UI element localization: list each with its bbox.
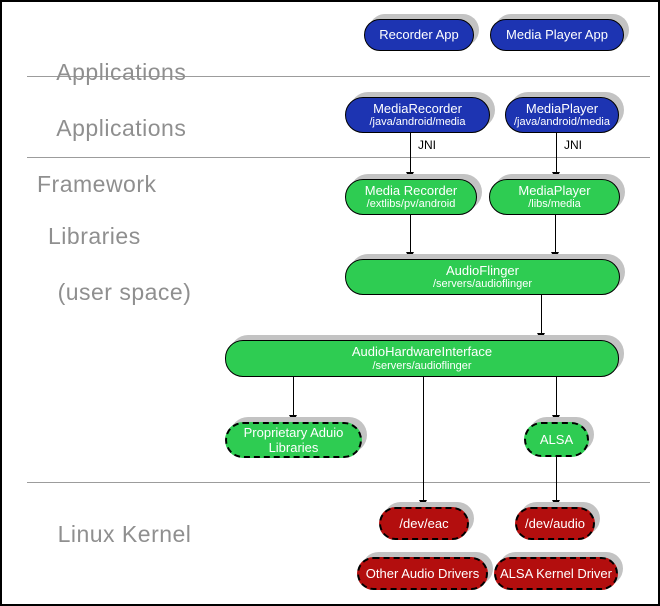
arrowhead-mediaplayer-jni: [552, 172, 560, 179]
node-title: MediaPlayer: [525, 100, 599, 116]
node-recorder-app: Recorder App: [364, 19, 474, 51]
arrow-mediaplayer-jni: [556, 133, 557, 172]
layer-label-text: Framework: [37, 171, 157, 197]
node-title: AudioFlinger: [446, 262, 519, 278]
node-subtitle: Libraries: [268, 440, 319, 455]
node-audioflinger: AudioFlinger /servers/audioflinger: [345, 259, 620, 295]
layer-label-applications: Applications: [30, 30, 186, 114]
node-other-audio-drivers: Other Audio Drivers: [357, 557, 488, 590]
node-subtitle: /libs/media: [528, 198, 581, 211]
arrow-ahi-to-proprietary: [293, 377, 294, 415]
node-audio-hardware-interface: AudioHardwareInterface /servers/audiofli…: [225, 340, 619, 377]
node-title: ALSA Kernel Driver: [500, 565, 612, 581]
node-subtitle: /servers/audioflinger: [372, 359, 472, 372]
node-title: Media Player App: [506, 27, 608, 43]
node-alsa: ALSA: [524, 422, 589, 457]
node-dev-eac: /dev/eac: [379, 507, 469, 540]
arrow-alsa-to-dev-audio: [556, 457, 557, 500]
node-subtitle: /java/android/media: [369, 116, 466, 129]
jni-label-left: JNI: [418, 138, 436, 152]
node-title: AudioHardwareInterface: [351, 344, 493, 360]
arrow-player-to-audioflinger: [555, 215, 556, 252]
node-title: Recorder App: [379, 27, 459, 43]
layer-divider-framework: [27, 157, 650, 158]
arrow-ahi-to-alsa: [556, 377, 557, 415]
layer-label-text: Applications: [56, 59, 187, 85]
node-alsa-kernel-driver: ALSA Kernel Driver: [494, 557, 618, 590]
arrow-ahi-to-dev-eac: [423, 377, 424, 500]
arrowhead-audioflinger-to-ahi: [537, 333, 545, 340]
arrowhead-alsa-to-dev-audio: [552, 500, 560, 507]
arrowhead-ahi-to-dev-eac: [419, 500, 427, 507]
node-subtitle: /servers/audioflinger: [432, 278, 533, 291]
layer-divider-applications: [27, 76, 650, 77]
arrowhead-recorder-to-audioflinger: [406, 252, 414, 259]
layer-divider-kernel: [27, 482, 650, 483]
layer-label-text: Applications: [56, 115, 187, 141]
node-subtitle: /java/android/media: [513, 116, 610, 129]
node-title: Other Audio Drivers: [365, 565, 480, 581]
arrow-mediarecorder-jni: [410, 133, 411, 172]
jni-label-right: JNI: [564, 138, 582, 152]
node-title: /dev/audio: [525, 515, 585, 531]
layer-label-framework: Applications Framework: [30, 86, 186, 254]
node-dev-audio: /dev/audio: [515, 507, 595, 540]
node-media-player-app: Media Player App: [490, 19, 624, 51]
layer-label-text: Linux Kernel: [57, 521, 192, 547]
node-title: ALSA: [539, 431, 574, 447]
layer-label-libraries: Libraries (user space): [30, 166, 191, 334]
layer-label-text: (user space): [57, 279, 192, 305]
arrow-audioflinger-to-ahi: [541, 295, 542, 333]
node-title: MediaPlayer: [518, 182, 591, 198]
node-title: /dev/eac: [399, 515, 449, 531]
node-proprietary-audio-libraries: Proprietary Aduio Libraries: [225, 422, 362, 458]
arrow-recorder-to-audioflinger: [410, 215, 411, 252]
arrowhead-ahi-to-proprietary: [289, 415, 297, 422]
node-mediaplayer-framework: MediaPlayer /java/android/media: [505, 97, 619, 133]
node-title: Proprietary Aduio: [243, 424, 344, 440]
node-title: MediaRecorder: [373, 100, 462, 116]
node-mediaplayer-lib: MediaPlayer /libs/media: [489, 179, 620, 215]
arrowhead-ahi-to-alsa: [552, 415, 560, 422]
arrowhead-mediarecorder-jni: [406, 172, 414, 179]
node-media-recorder-lib: Media Recorder /extlibs/pv/android: [345, 179, 477, 215]
layer-label-text: Libraries: [48, 223, 141, 249]
node-subtitle: /extlibs/pv/android: [366, 198, 456, 211]
arrowhead-player-to-audioflinger: [551, 252, 559, 259]
layer-label-kernel: Linux Kernel: [30, 492, 191, 576]
node-mediarecorder-framework: MediaRecorder /java/android/media: [345, 97, 490, 133]
node-title: Media Recorder: [364, 182, 458, 198]
